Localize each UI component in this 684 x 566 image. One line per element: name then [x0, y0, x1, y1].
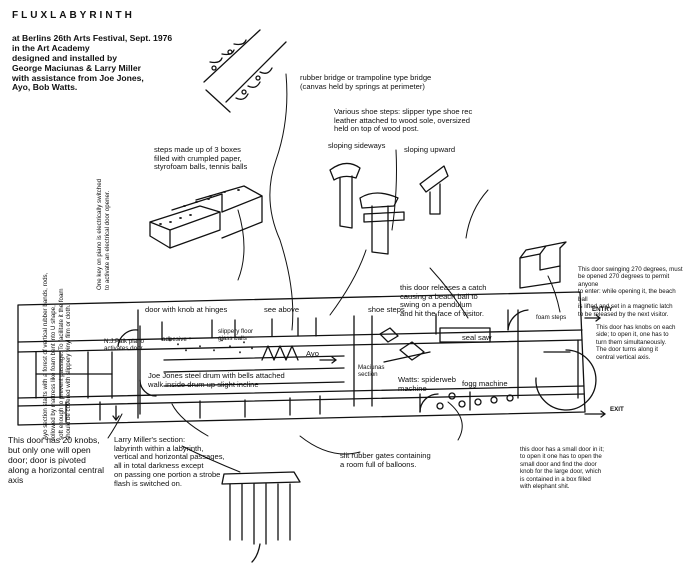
- leader-lines: [107, 73, 561, 473]
- rubber-bridge-sketch: [203, 29, 287, 113]
- label-small-door: this door has a small door in it; to ope…: [520, 446, 604, 491]
- label-knobs-both-sides: This door has knobs on each side; to ope…: [596, 324, 676, 361]
- label-slit-rubber: slit rubber gates containing a room full…: [340, 451, 431, 469]
- label-ayo: Ayo: [306, 349, 319, 358]
- label-watts-spiderweb: Watts: spiderweb machine: [398, 375, 456, 393]
- page-title: FLUXLABYRINTH: [12, 10, 135, 21]
- label-see-above: see above: [264, 305, 300, 314]
- label-door-20-knobs: This door has 20 knobs, but only one wil…: [8, 435, 105, 485]
- label-fogg-machine: fogg machine: [462, 379, 508, 388]
- label-paik-piano: N.J.Paik piano activates door: [104, 338, 144, 353]
- label-sloping-upward: sloping upward: [404, 145, 456, 154]
- label-sloping-sideways: sloping sideways: [328, 141, 386, 150]
- label-jones-drum: Joe Jones steel drum with bells attached…: [148, 371, 285, 389]
- label-entry: ENTRY: [592, 306, 613, 313]
- label-foam-steps: foam steps: [536, 314, 567, 321]
- label-maciunas-section: Maciunas section: [358, 364, 385, 379]
- drum-sketch: [221, 471, 301, 563]
- label-adhesive: adhesive: [162, 336, 187, 343]
- label-piano-key: One key on piano is electrically switche…: [96, 178, 111, 290]
- label-shoe-steps-desc: Various shoe steps: slipper type shoe re…: [334, 107, 473, 134]
- label-beach-ball-door: this door releases a catch causing a bea…: [400, 283, 487, 319]
- label-door-knob-hinges: door with knob at hinges: [145, 305, 228, 314]
- label-rubber-bridge: rubber bridge or trampoline type bridge …: [300, 73, 432, 91]
- label-miller-section: Larry Miller's section: labyrinth within…: [114, 435, 225, 488]
- label-ayo-section: Ayo section starts with a forest of vert…: [42, 272, 73, 440]
- shoe-steps-sketch: [329, 162, 449, 255]
- foam-steps-sketch: [519, 241, 567, 289]
- floor-plan: [17, 291, 606, 426]
- exhibition-info: at Berlins 26th Arts Festival, Sept. 197…: [12, 33, 173, 93]
- label-exit: EXIT: [610, 406, 624, 413]
- label-seal-saw: seal saw: [462, 333, 492, 342]
- step-boxes-sketch: [149, 185, 263, 249]
- label-slippery-floor: slippery floor glass balls: [218, 328, 254, 343]
- label-door-270: This door swinging 270 degrees, must be …: [578, 266, 683, 318]
- label-shoe-steps: shoe steps: [368, 305, 405, 314]
- label-steps-boxes: steps made up of 3 boxes filled with cru…: [154, 145, 248, 172]
